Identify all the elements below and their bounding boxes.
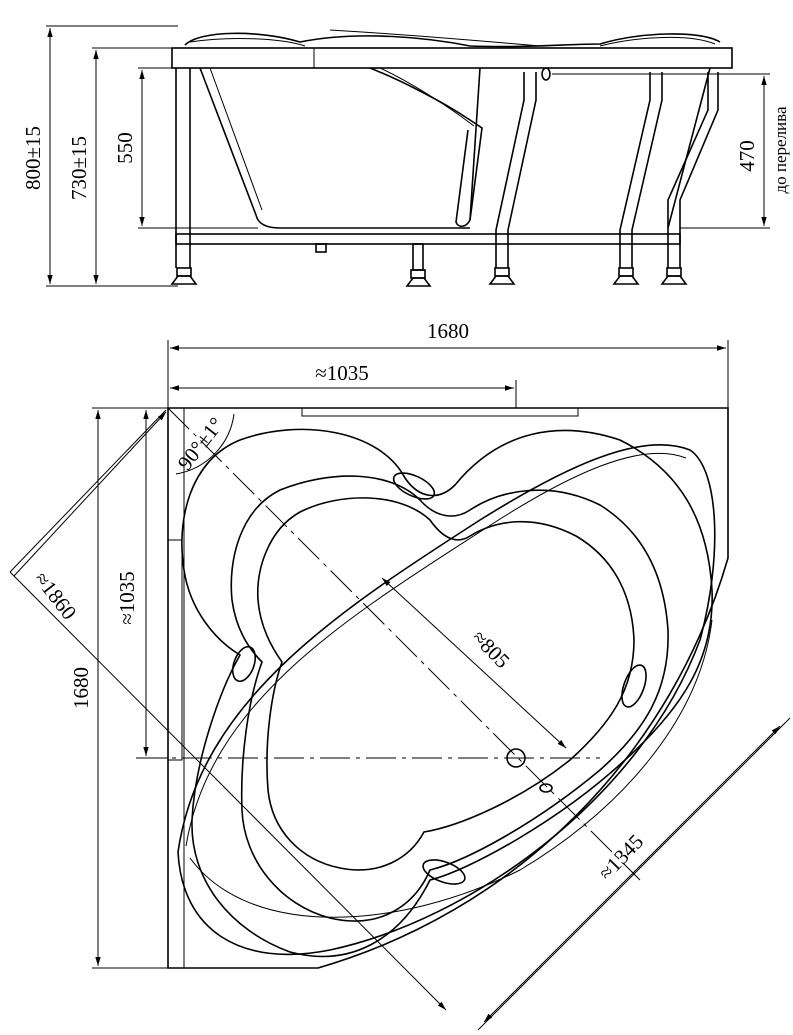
bowl-inner [230,475,669,922]
shell-right-wall [667,67,711,229]
dim-side-left: ≈1035 [115,571,139,625]
adjustable-feet [170,243,688,287]
dim-side-top: ≈1035 [315,361,369,385]
dim-plan-width: 1680 [427,319,469,343]
dim-inner-diagonal: ≈805 [467,625,514,673]
bowl-outer [181,428,713,958]
dim-diagonal-total: ≈1860 [30,567,82,624]
frame-bar [175,233,681,245]
overflow-knob [541,67,551,81]
headrest-outline [184,32,721,48]
dim-total-height: 800±15 [21,126,45,190]
plan-view: 1680 ≈1035 1680 ≈1035 90°±1° ≈1860 ≈805 … [9,319,791,1031]
tub-shell [199,67,470,229]
rim-slab [171,47,733,69]
side-view: 800±15 730±15 550 470 до перелива [21,25,790,287]
bowl-floor [257,497,635,871]
dim-overflow-note: до перелива [771,106,790,193]
dim-front-width: ≈1345 [594,830,648,885]
frame-legs [175,67,719,268]
seat-curve [369,67,483,228]
dim-inner-depth: 550 [113,132,137,164]
overflow-hole [539,783,553,793]
dim-rim-height: 730±15 [67,136,91,200]
dim-plan-height: 1680 [69,667,93,709]
rim-arc-outer [177,443,716,956]
dim-overflow-height: 470 [735,140,759,172]
